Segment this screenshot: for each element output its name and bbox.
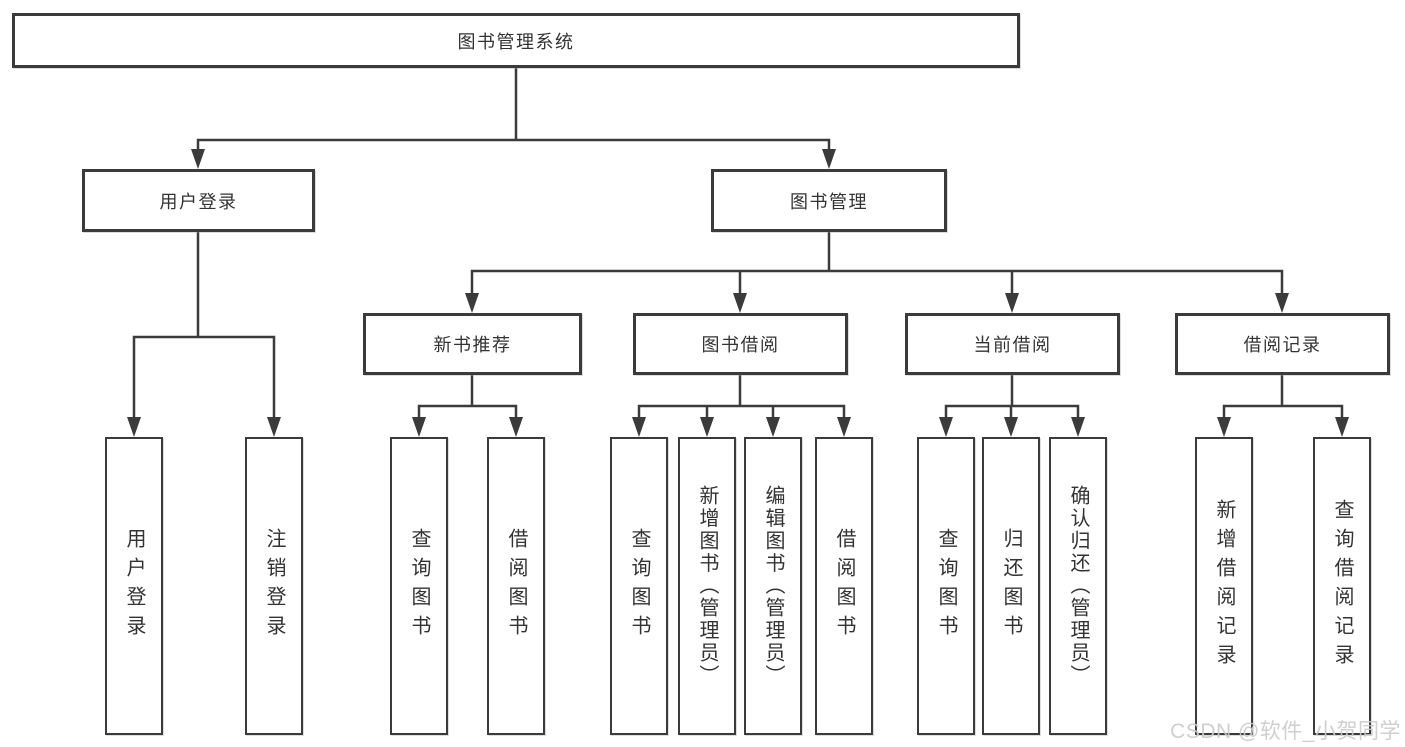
leaf-borrow-books: 借阅图书 xyxy=(815,437,873,735)
node-new-book-recommend-label: 新书推荐 xyxy=(433,335,512,355)
leaf-query-borrow-record-label: 查询借阅记录 xyxy=(1331,499,1353,673)
node-book-management: 图书管理 xyxy=(711,169,947,232)
leaf-return-book: 归还图书 xyxy=(982,437,1040,735)
node-user-login-label: 用户登录 xyxy=(159,191,238,212)
node-current-borrow-label: 当前借阅 xyxy=(973,335,1052,355)
leaf-query-books-borrow-label: 查询图书 xyxy=(628,528,650,644)
leaf-logout-label: 注销登录 xyxy=(263,528,285,644)
watermark: CSDN @软件_小贺同学 xyxy=(1170,720,1401,743)
leaf-borrow-books-label: 借阅图书 xyxy=(833,528,855,644)
leaf-user-login-label: 用户登录 xyxy=(123,528,145,644)
leaf-borrow-books-recommend-label: 借阅图书 xyxy=(505,528,527,644)
leaf-add-book-admin: 新增图书（管理员） xyxy=(678,437,736,735)
leaf-query-books-recommend-label: 查询图书 xyxy=(408,528,430,644)
node-book-management-label: 图书管理 xyxy=(790,191,868,212)
leaf-return-book-label: 归还图书 xyxy=(1000,528,1022,644)
node-borrow-records: 借阅记录 xyxy=(1175,313,1390,375)
leaf-borrow-books-recommend: 借阅图书 xyxy=(487,437,545,735)
leaf-query-books-borrow: 查询图书 xyxy=(610,437,668,735)
node-book-borrow-label: 图书借阅 xyxy=(701,335,780,355)
leaf-edit-book-admin: 编辑图书（管理员） xyxy=(744,437,802,735)
leaf-query-books-current-label: 查询图书 xyxy=(935,528,957,644)
leaf-add-book-admin-label: 新增图书（管理员） xyxy=(696,485,718,687)
leaf-query-books-current: 查询图书 xyxy=(917,437,975,735)
leaf-add-borrow-record: 新增借阅记录 xyxy=(1195,437,1253,735)
node-borrow-records-label: 借阅记录 xyxy=(1243,335,1322,355)
node-book-borrow: 图书借阅 xyxy=(633,313,848,375)
node-current-borrow: 当前借阅 xyxy=(905,313,1120,375)
leaf-confirm-return-admin-label: 确认归还（管理员） xyxy=(1067,485,1089,687)
node-library-system-label: 图书管理系统 xyxy=(457,31,575,52)
node-new-book-recommend: 新书推荐 xyxy=(363,313,582,375)
leaf-logout: 注销登录 xyxy=(245,437,303,735)
node-library-system: 图书管理系统 xyxy=(12,13,1020,68)
leaf-confirm-return-admin: 确认归还（管理员） xyxy=(1049,437,1107,735)
leaf-user-login: 用户登录 xyxy=(105,437,163,735)
leaf-add-borrow-record-label: 新增借阅记录 xyxy=(1213,499,1235,673)
node-user-login: 用户登录 xyxy=(82,169,315,232)
leaf-query-borrow-record: 查询借阅记录 xyxy=(1313,437,1371,735)
leaf-query-books-recommend: 查询图书 xyxy=(390,437,448,735)
leaf-edit-book-admin-label: 编辑图书（管理员） xyxy=(762,485,784,687)
